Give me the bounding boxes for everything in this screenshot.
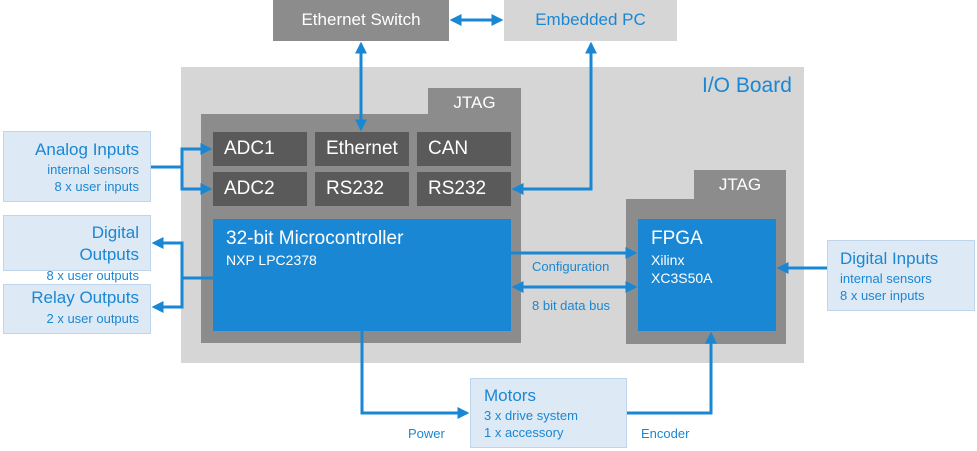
micro-model: NXP LPC2378 (226, 252, 317, 268)
digital-inputs-line2: 8 x user inputs (840, 288, 925, 303)
embedded-pc-label: Embedded PC (535, 10, 646, 29)
relay-outputs-title: Relay Outputs (31, 288, 139, 307)
motors-title: Motors (484, 386, 536, 405)
analog-inputs-line2: 8 x user inputs (54, 179, 139, 194)
io-board-title: I/O Board (702, 74, 792, 97)
peripheral-adc1: ADC1 (213, 132, 307, 166)
micro-relay-arrow (151, 278, 184, 313)
ethernet-switch-box (273, 0, 449, 41)
fpga-vendor: Xilinx (651, 252, 685, 268)
configuration-label: Configuration (532, 259, 610, 274)
analog-adc2-arrow (180, 167, 213, 195)
relay-outputs-box (3, 284, 151, 334)
embedded-pc-box (504, 0, 677, 41)
relay-outputs-line1: 2 x user outputs (46, 311, 140, 326)
ethernet-switch-label: Ethernet Switch (301, 10, 421, 29)
digital-inputs-box (827, 240, 975, 311)
micro-jtag: JTAG (428, 88, 521, 117)
analog-inputs-line1: internal sensors (47, 162, 139, 177)
databus-label: 8 bit data bus (532, 298, 611, 313)
power-arrow (360, 331, 470, 419)
fpga-title: FPGA (651, 228, 703, 249)
encoder-arrow (627, 331, 717, 415)
digital-inputs-title: Digital Inputs (840, 249, 939, 268)
fpga-part: XC3S50A (651, 270, 713, 286)
motors-box (470, 378, 627, 448)
micro-title: 32-bit Microcontroller (226, 228, 404, 249)
microcontroller-block (213, 219, 511, 331)
peripheral-can: CAN (417, 132, 511, 166)
peripheral-rs232-b: RS232 (417, 172, 511, 206)
motors-line2: 1 x accessory (484, 425, 564, 440)
peripheral-rs232-a: RS232 (315, 172, 409, 206)
pc-rs232-arrow (511, 41, 597, 195)
power-label: Power (408, 426, 445, 441)
peripheral-adc2: ADC2 (213, 172, 307, 206)
analog-inputs-box (3, 131, 151, 202)
digital-inputs-line1: internal sensors (840, 271, 932, 286)
encoder-label: Encoder (641, 426, 690, 441)
digital-outputs-title-2: Outputs (79, 245, 139, 264)
motors-line1: 3 x drive system (484, 408, 578, 423)
peripheral-ethernet: Ethernet (315, 132, 409, 166)
digital-outputs-box (3, 215, 151, 271)
fpga-block (638, 219, 776, 331)
micro-outputs-bus (151, 237, 213, 280)
digital-outputs-line1: 8 x user outputs (46, 268, 140, 283)
digital-outputs-title-1: Digital (91, 223, 139, 242)
analog-inputs-title: Analog Inputs (35, 140, 139, 159)
fpga-jtag: JTAG (694, 170, 786, 199)
analog-adc1-arrow (151, 143, 213, 169)
